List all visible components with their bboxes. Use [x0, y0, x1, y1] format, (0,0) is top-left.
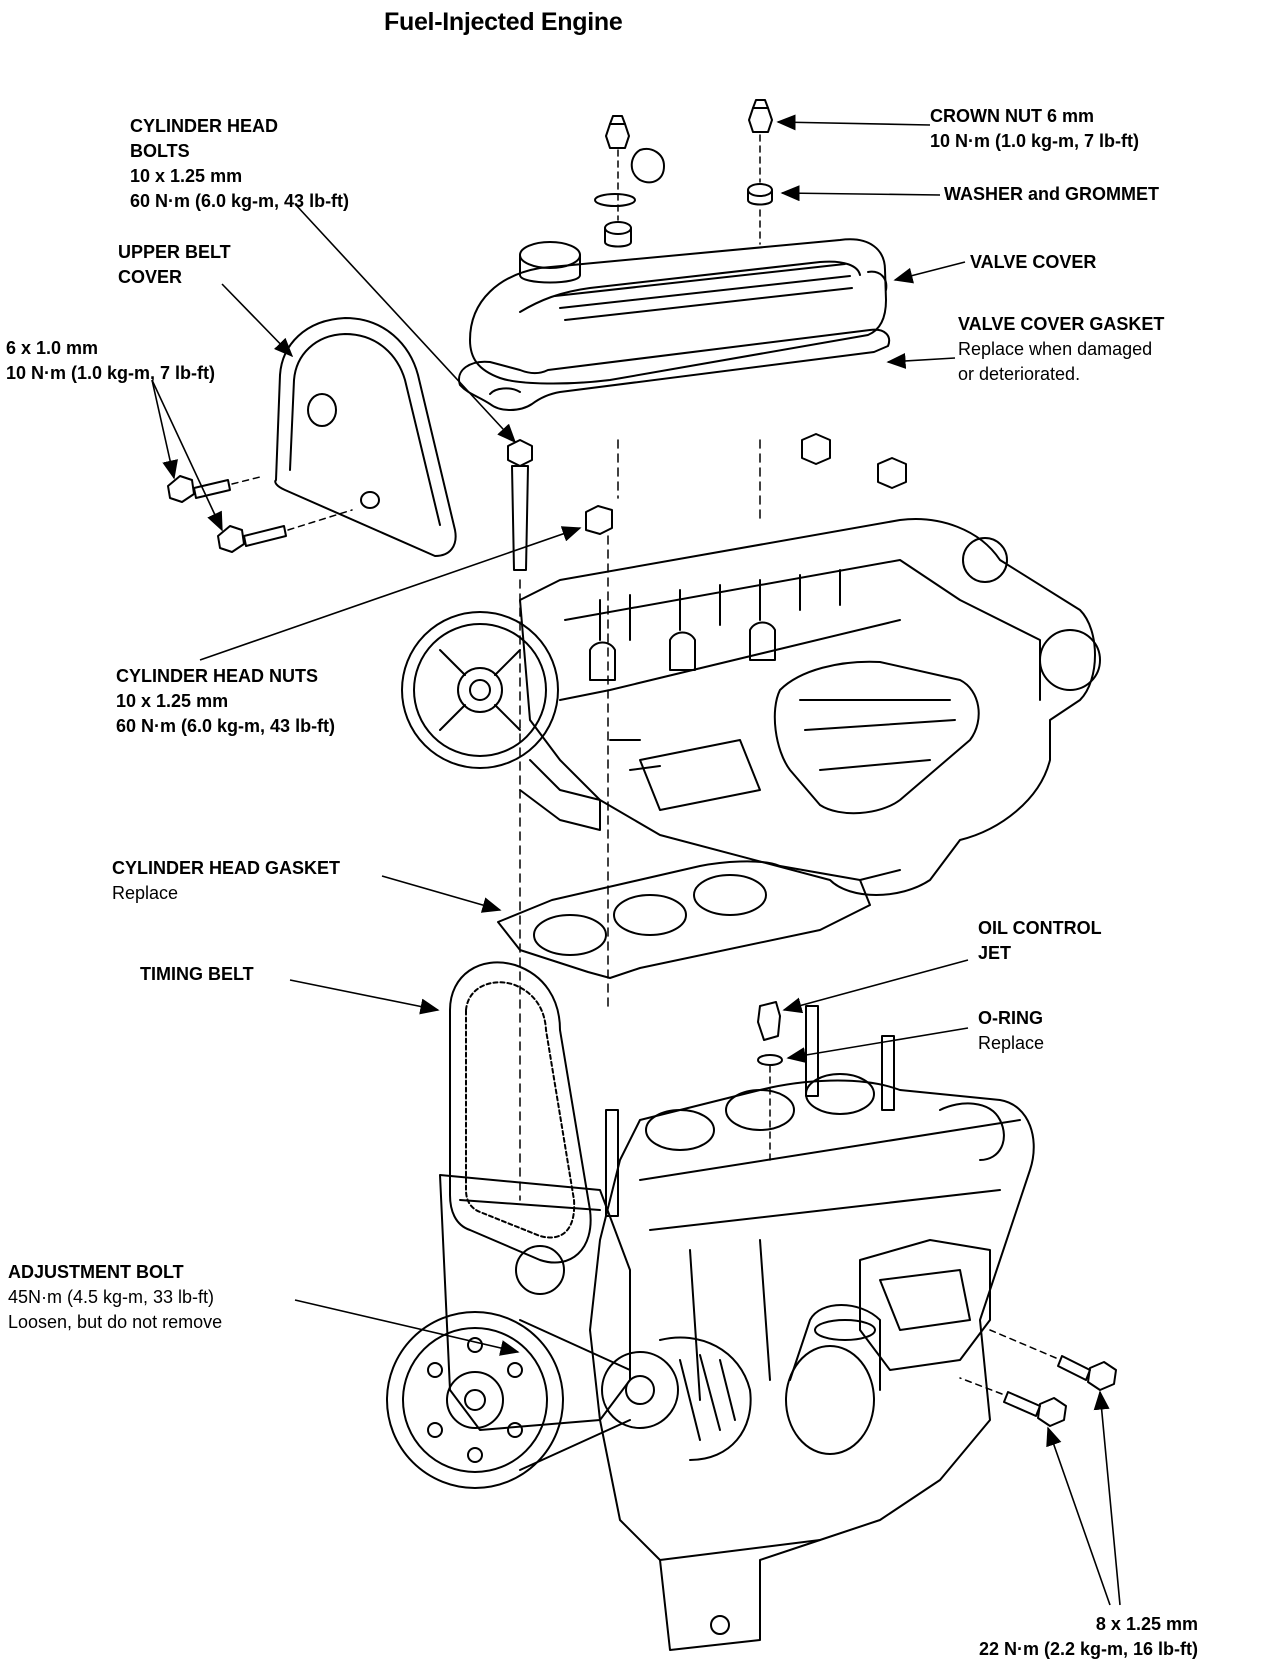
leader-mount-bolt-2 [1046, 1426, 1111, 1606]
callout-line: VALVE COVER [970, 252, 1097, 272]
callout-line: 10 N·m (1.0 kg-m, 7 lb-ft) [6, 363, 216, 383]
callout-line: Loosen, but do not remove [8, 1312, 223, 1332]
alternator-part [519, 1319, 752, 1471]
callout-line: Replace [978, 1033, 1045, 1053]
leader-adjustment-bolt [294, 1299, 520, 1356]
valve-cover-gasket-part [458, 328, 890, 411]
leader-timing-belt [289, 979, 440, 1015]
callout-valve-cover: VALVE COVER [970, 250, 1096, 275]
callout-belt-cover-bolts: 6 x 1.0 mm 10 N·m (1.0 kg-m, 7 lb-ft) [6, 336, 215, 386]
leader-mount-bolt-1 [1093, 1390, 1121, 1606]
callout-line: BOLTS [130, 141, 190, 161]
callout-line: 10 N·m (1.0 kg-m, 7 lb-ft) [930, 131, 1140, 151]
callout-line: 6 x 1.0 mm [6, 338, 99, 358]
callout-line: 45N·m (4.5 kg-m, 33 lb-ft) [8, 1287, 215, 1307]
callout-line: or deteriorated. [958, 364, 1081, 384]
callout-line: CYLINDER HEAD GASKET [112, 858, 341, 878]
callout-line: CYLINDER HEAD NUTS [116, 666, 319, 686]
leader-cylinder-head-nuts [199, 526, 582, 661]
callout-valve-cover-gasket: VALVE COVER GASKET Replace when damaged … [958, 312, 1164, 387]
timing-belt-part [449, 961, 592, 1264]
callout-line: CROWN NUT 6 mm [930, 106, 1095, 126]
leader-lines [151, 114, 1121, 1606]
callout-mount-bolts: 8 x 1.25 mm 22 N·m (2.2 kg-m, 16 lb-ft) [908, 1612, 1198, 1662]
leader-cylinder-head-gasket [381, 875, 502, 913]
camshaft-pulley-part [401, 611, 601, 831]
callout-line: 10 x 1.25 mm [116, 691, 229, 711]
callout-o-ring: O-RING Replace [978, 1006, 1044, 1056]
callout-line: OIL CONTROL [978, 918, 1102, 938]
callout-line: TIMING BELT [140, 964, 254, 984]
callout-line: COVER [118, 267, 183, 287]
leader-washer-grommet [780, 185, 941, 202]
callout-line: Replace [112, 883, 179, 903]
leader-o-ring [786, 1027, 969, 1063]
callout-line: UPPER BELT [118, 242, 231, 262]
belt-cover-bolt-parts [167, 475, 353, 553]
callout-cylinder-head-nuts: CYLINDER HEAD NUTS 10 x 1.25 mm 60 N·m (… [116, 664, 335, 739]
callout-line: 60 N·m (6.0 kg-m, 43 lb-ft) [130, 191, 350, 211]
leader-upper-belt-cover [221, 283, 294, 358]
callout-line: JET [978, 943, 1012, 963]
callout-oil-control-jet: OIL CONTROL JET [978, 916, 1102, 966]
callout-line: 22 N·m (2.2 kg-m, 16 lb-ft) [978, 1639, 1198, 1659]
crown-nut-part [747, 99, 773, 245]
crankshaft-pulley-part [386, 1311, 564, 1489]
callout-line: Replace when damaged [958, 339, 1153, 359]
callout-cylinder-head-bolts: CYLINDER HEAD BOLTS 10 x 1.25 mm 60 N·m … [130, 114, 349, 214]
callout-line: 8 x 1.25 mm [1095, 1614, 1198, 1634]
engine-block-part [589, 1073, 1035, 1651]
leader-valve-cover [893, 261, 966, 284]
leader-crown-nut [776, 114, 931, 131]
leader-oil-control-jet [782, 959, 969, 1014]
cylinder-head-gasket-part [497, 860, 871, 979]
callout-line: WASHER and GROMMET [944, 184, 1159, 204]
diagram-title: Fuel-Injected Engine [384, 8, 623, 36]
callout-cylinder-head-gasket: CYLINDER HEAD GASKET Replace [112, 856, 340, 906]
leader-cylinder-head-bolts [295, 204, 517, 444]
valve-cover-part [469, 238, 888, 385]
callout-line: CYLINDER HEAD [130, 116, 279, 136]
cylinder-head-part [519, 518, 1101, 896]
callout-line: VALVE COVER GASKET [958, 314, 1165, 334]
crown-nut-left-part [594, 115, 665, 248]
leader-valve-cover-gasket [886, 352, 956, 369]
callout-line: 60 N·m (6.0 kg-m, 43 lb-ft) [116, 716, 336, 736]
cylinder-head-bolt-part [507, 439, 533, 1201]
callout-adjustment-bolt: ADJUSTMENT BOLT 45N·m (4.5 kg-m, 33 lb-f… [8, 1260, 222, 1335]
callout-upper-belt-cover: UPPER BELT COVER [118, 240, 231, 290]
oil-filter-part [785, 1304, 881, 1455]
callout-crown-nut: CROWN NUT 6 mm 10 N·m (1.0 kg-m, 7 lb-ft… [930, 104, 1139, 154]
cylinder-head-nut-parts [585, 433, 907, 1011]
leader-belt-bolt-2 [151, 379, 223, 532]
oil-control-jet-part [605, 1001, 895, 1217]
leader-belt-bolt-1 [151, 379, 178, 480]
callout-line: 10 x 1.25 mm [130, 166, 243, 186]
upper-belt-cover-part [274, 317, 457, 557]
callout-timing-belt: TIMING BELT [140, 962, 254, 987]
mount-bolt-parts [959, 1329, 1117, 1427]
callout-washer-grommet: WASHER and GROMMET [944, 182, 1159, 207]
engine-mount-part [859, 1239, 991, 1371]
callout-line: ADJUSTMENT BOLT [8, 1262, 184, 1282]
callout-line: O-RING [978, 1008, 1043, 1028]
